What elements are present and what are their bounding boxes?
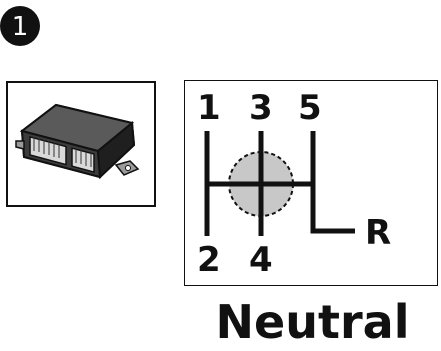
step-number-badge: 1: [0, 6, 40, 46]
gear-shift-pattern-icon: 1 3 5 2 4 R: [197, 88, 391, 280]
shift-gate-lines: [204, 131, 355, 236]
gear-1-label: 1: [197, 88, 221, 128]
control-module-icon: [15, 103, 140, 180]
gear-4-label: 4: [249, 240, 273, 280]
gear-2-label: 2: [197, 240, 221, 280]
gear-reverse-label: R: [365, 213, 391, 253]
gear-3-label: 3: [249, 88, 273, 128]
gear-position-title: Neutral: [215, 295, 410, 349]
step-number: 1: [11, 11, 29, 42]
gear-5-label: 5: [298, 88, 322, 128]
shift-pattern-panel: 1 3 5 2 4 R: [184, 80, 438, 286]
control-module-panel: [6, 81, 156, 207]
